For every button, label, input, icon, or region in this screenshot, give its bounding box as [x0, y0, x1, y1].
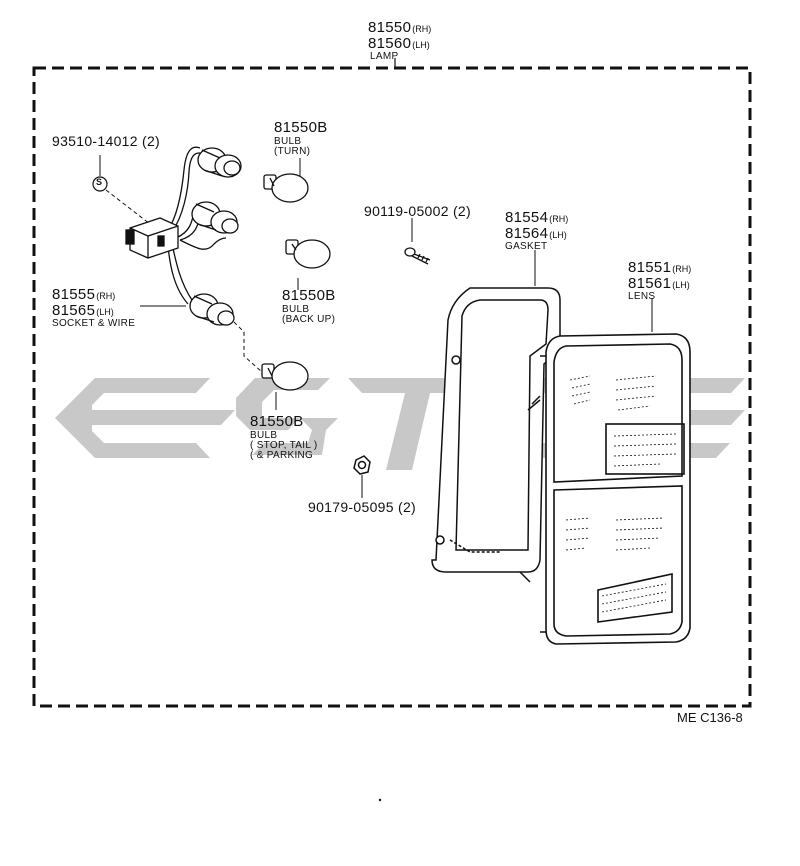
- screw-icon: [404, 247, 431, 265]
- scan-dot: [378, 798, 382, 802]
- nut-icon: [353, 455, 371, 475]
- gasket-icon: [431, 287, 561, 583]
- socket-wire-label: 81555(RH) 81565(LH) SOCKET & WIRE: [52, 286, 136, 329]
- assembly-border: [32, 58, 752, 708]
- bulb-backup-icon: [285, 239, 331, 269]
- lens-icon: [540, 333, 691, 645]
- bulb-turn-icon: [263, 173, 309, 203]
- leader-lines: [99, 155, 653, 498]
- screw-s-label: 93510-14012 (2): [52, 133, 161, 149]
- screw-s-marker: S: [96, 177, 103, 187]
- screw-s-icon: [92, 176, 108, 192]
- bulb-turn-label: 81550B BULB (TURN): [274, 119, 328, 157]
- lens-label: 81551(RH) 81561(LH) LENS: [628, 259, 692, 302]
- socket-wire-harness: [125, 146, 242, 326]
- bulb-stop-label: 81550B BULB ( STOP, TAIL ) ( & PARKING: [250, 413, 318, 461]
- screw-label: 90119-05002 (2): [364, 203, 471, 219]
- gasket-label: 81554(RH) 81564(LH) GASKET: [505, 209, 569, 252]
- lamp-label: 81550(RH) 81560(LH) LAMP: [368, 19, 432, 62]
- bulb-backup-label: 81550B BULB (BACK UP): [282, 287, 336, 325]
- diagram-ref: ME C136-8: [677, 710, 743, 725]
- bulb-stop-icon: [261, 361, 309, 391]
- nut-label: 90179-05095 (2): [308, 499, 417, 515]
